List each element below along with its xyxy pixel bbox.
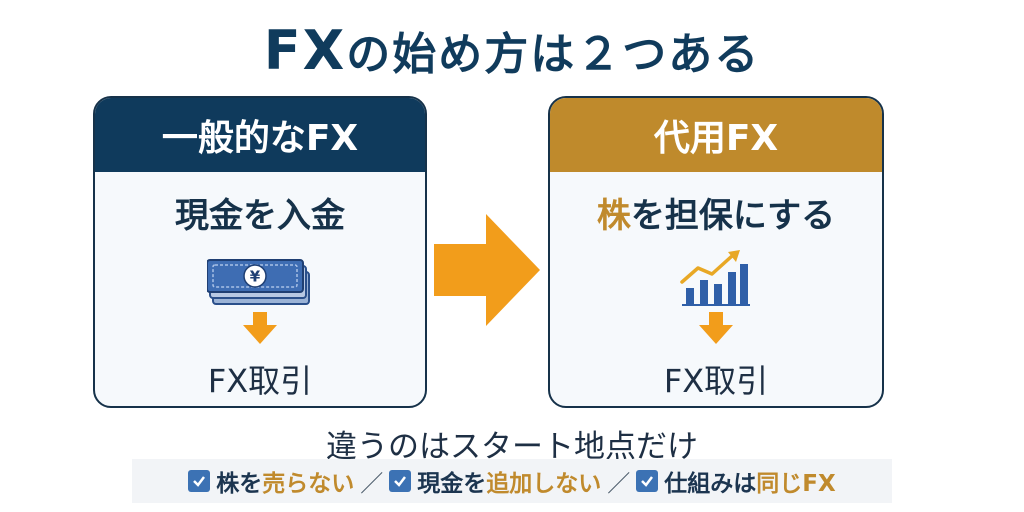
card-header: 代用FX: [550, 98, 882, 172]
page-title: FXの始め方は２つある: [0, 18, 1024, 82]
title-rest: の始め方は２つある: [346, 29, 761, 80]
banner-item-no-cash: 現金を追加しない: [389, 464, 601, 498]
arrow-right-icon: [434, 214, 540, 330]
svg-text:¥: ¥: [250, 268, 261, 286]
title-fx: FX: [263, 19, 347, 82]
arrow-down-icon: [550, 312, 882, 344]
banner-separator: ／: [607, 471, 631, 497]
banner-highlight: 追加しない: [486, 471, 602, 497]
checkbox-icon: [188, 470, 211, 492]
card-footer: FX取引: [207, 362, 313, 400]
banner-text: 現金を: [417, 471, 487, 497]
checkbox-icon: [636, 470, 659, 492]
banner-item-same-fx: 仕組みは同じFX: [636, 464, 836, 498]
card-subtitle-rest: を担保にする: [630, 196, 836, 236]
card-footer: FX取引: [663, 362, 769, 400]
arrow-down-icon: [95, 312, 425, 344]
money-icon: ¥: [95, 258, 425, 306]
card-subtitle: 現金を入金: [175, 196, 345, 236]
card-subtitle-highlight: 株: [596, 196, 631, 236]
banner-text: 株を: [216, 471, 263, 497]
banner-highlight: 同じFX: [756, 471, 836, 497]
summary-banner: 株を売らない ／ 現金を追加しない ／ 仕組みは同じFX: [132, 459, 892, 503]
checkbox-icon: [389, 470, 412, 492]
card-header: 一般的なFX: [95, 98, 425, 172]
banner-separator: ／: [360, 471, 384, 497]
card-collateral-fx: 代用FX 株を担保にする FX取引: [548, 96, 884, 408]
chart-icon: [550, 248, 882, 308]
banner-highlight: 売らない: [262, 471, 355, 497]
banner-item-no-sell: 株を売らない: [188, 464, 354, 498]
card-subtitle: 株を担保にする: [550, 188, 882, 237]
card-standard-fx: 一般的なFX 現金を入金 ¥ FX取引: [93, 96, 427, 408]
banner-text: 仕組みは: [664, 471, 757, 497]
